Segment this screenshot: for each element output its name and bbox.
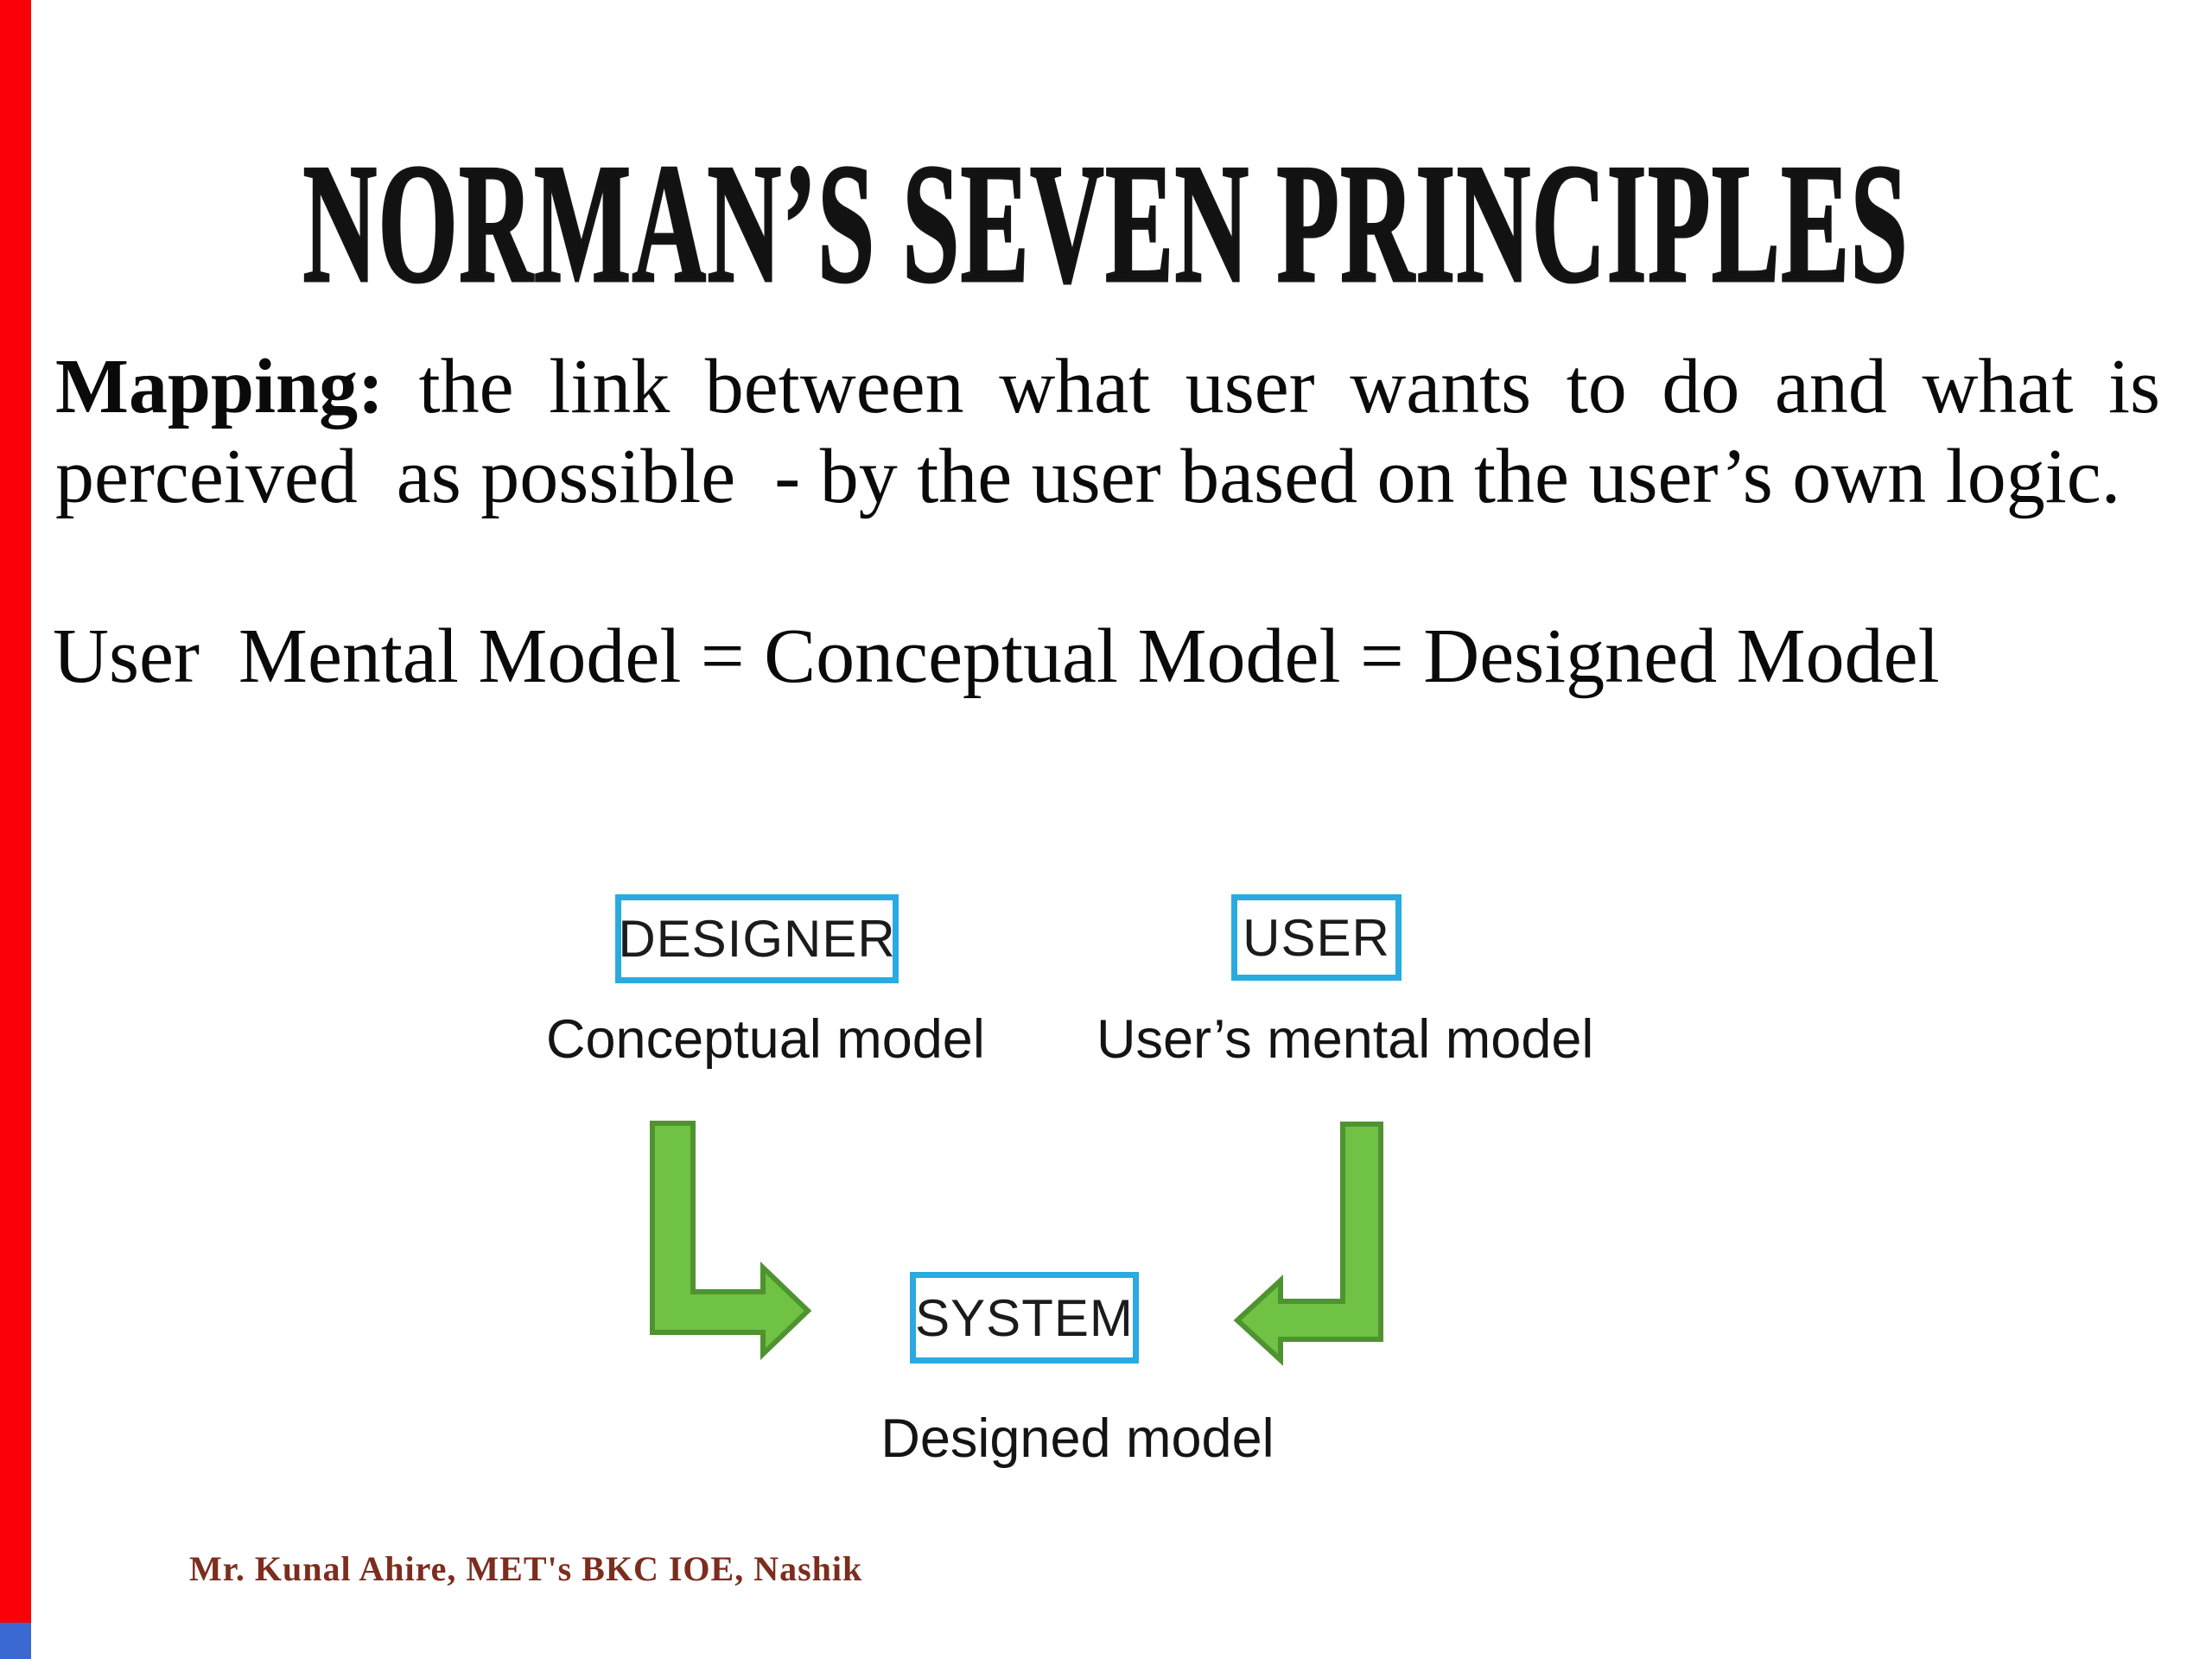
system-box: SYSTEM [910,1272,1139,1363]
mapping-paragraph: Mapping: the link between what user want… [55,342,2160,522]
designer-to-system-elbow-arrow-icon [650,1121,812,1361]
mapping-lead: Mapping: [55,344,385,429]
mapping-paragraph-line-1: Mapping: the link between what user want… [55,342,2160,432]
conceptual-model-label: Conceptual model [546,1009,985,1070]
model-equation-line: User Mental Model = Conceptual Model = D… [53,613,1940,699]
left-red-accent-bar [0,0,31,1623]
mapping-rest: the link between what user wants to do a… [384,344,2160,429]
users-mental-model-label: User’s mental model [1096,1009,1594,1070]
title-row: NORMAN’S SEVEN PRINCIPLES [0,129,2212,346]
mapping-paragraph-line-2: perceived as possible - by the user base… [55,434,2121,519]
system-box-label: SYSTEM [915,1288,1134,1347]
left-blue-accent-bar [0,1623,31,1659]
user-to-system-elbow-arrow-icon [1233,1122,1383,1366]
designer-box: DESIGNER [615,894,899,983]
page-title: NORMAN’S SEVEN PRINCIPLES [302,129,1910,318]
user-box: USER [1231,894,1402,981]
footer-credit: Mr. Kunal Ahire, MET's BKC IOE, Nashik [189,1549,863,1588]
diagram-arrows [650,1121,1383,1366]
designer-box-label: DESIGNER [618,910,896,968]
user-box-label: USER [1243,908,1390,967]
designed-model-label: Designed model [880,1408,1274,1469]
